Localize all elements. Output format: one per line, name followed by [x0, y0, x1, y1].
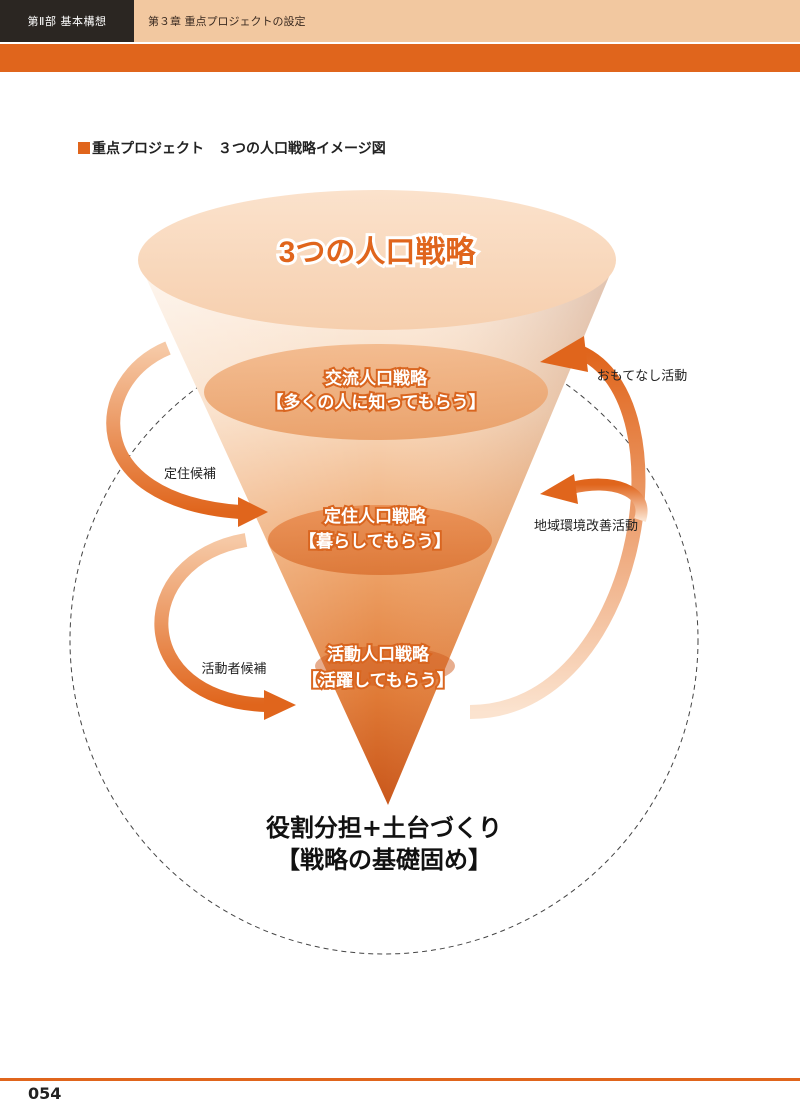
label-omotenashi: おもてなし活動: [597, 369, 687, 384]
arrow-teijuu-kouho-head: [238, 497, 268, 527]
page-number: 054: [28, 1084, 62, 1103]
level-2-subtitle: 【暮らしてもらう】: [299, 531, 451, 552]
base-title: 役割分担+土台づくり: [266, 814, 502, 842]
arrow-chiiki-kankyou: [570, 478, 648, 522]
funnel-top-ellipse: [138, 190, 616, 330]
arrow-omotenashi-head: [540, 336, 588, 372]
header-accent-band: [0, 44, 800, 72]
base-subtitle: 【戦略の基礎固め】: [276, 846, 492, 874]
level-1-subtitle: 【多くの人に知ってもらう】: [266, 392, 485, 413]
level-2-title: 定住人口戦略: [324, 506, 427, 527]
label-katsudousha-kouho: 活動者候補: [201, 662, 266, 677]
section-title-text: 重点プロジェクト ３つの人口戦略イメージ図: [92, 141, 386, 157]
arrow-katsudousha-kouho: [154, 533, 267, 712]
arrow-teijuu-kouho: [106, 341, 241, 519]
diagram-main-title: 3つの人口戦略: [279, 236, 477, 269]
square-bullet-icon: [78, 142, 90, 154]
arrow-omotenashi: [469, 345, 646, 719]
header-chapter-label: 第３章 重点プロジェクトの設定: [148, 15, 306, 28]
level-3-subtitle: 【活躍してもらう】: [302, 670, 454, 691]
arrow-katsudousha-kouho-head: [264, 690, 296, 720]
funnel-level-3-ellipse: [315, 646, 455, 686]
funnel-level-1-ellipse: [204, 344, 548, 440]
arrow-chiiki-kankyou-head: [540, 474, 578, 504]
label-chiiki-kankyou: 地域環境改善活動: [534, 518, 638, 534]
level-3-title: 活動人口戦略: [327, 644, 430, 665]
label-teijuu-kouho: 定住候補: [164, 467, 216, 482]
section-title: 重点プロジェクト ３つの人口戦略イメージ図: [78, 138, 386, 158]
funnel-level-2-ellipse: [268, 505, 492, 575]
footer-rule: [0, 1078, 800, 1081]
level-1-title: 交流人口戦略: [325, 368, 428, 389]
header-part-label: 第Ⅱ部 基本構想: [0, 0, 134, 42]
